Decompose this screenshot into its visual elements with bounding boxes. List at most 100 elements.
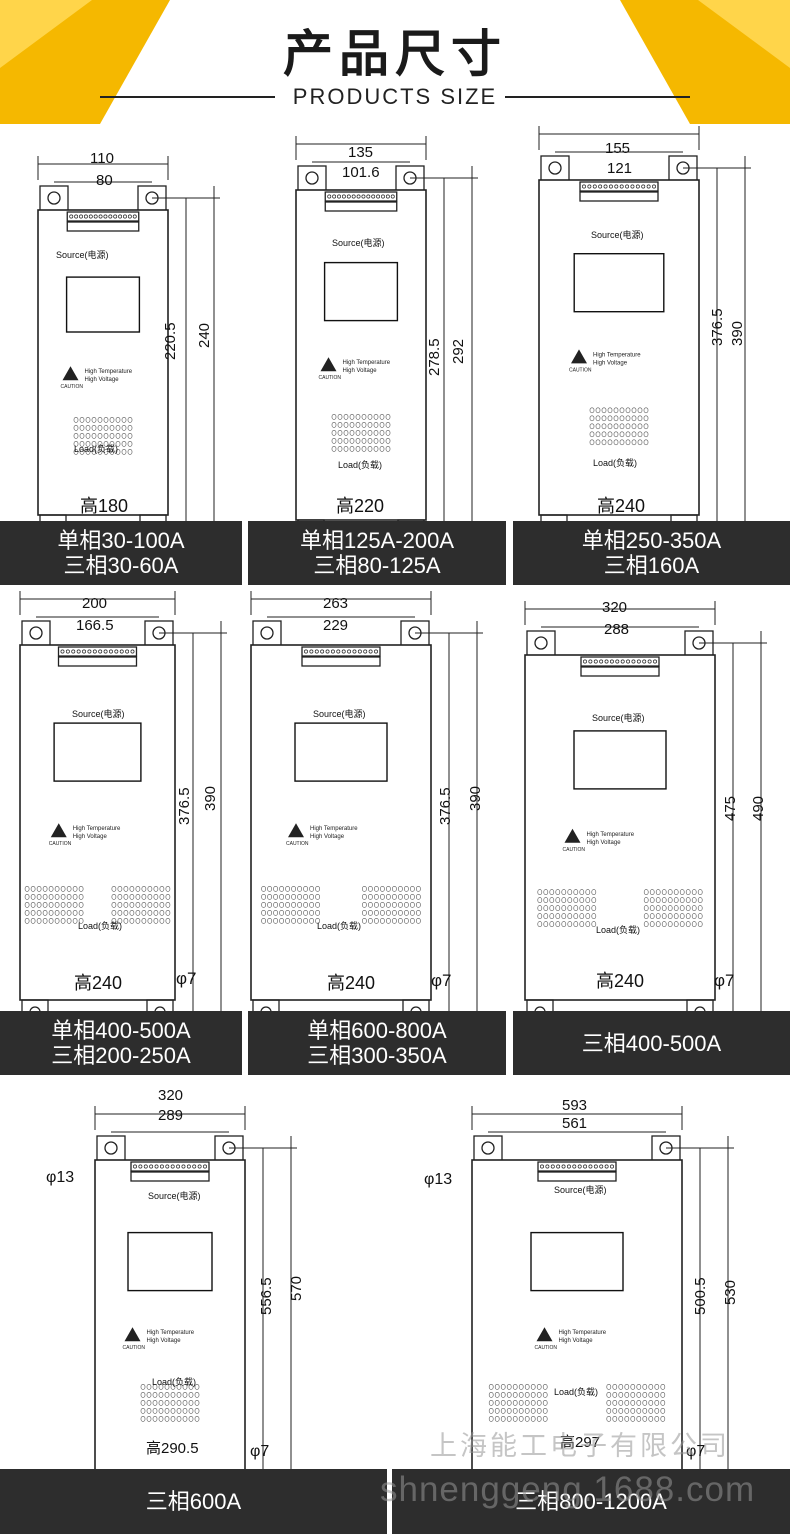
vent-slot xyxy=(368,902,373,908)
vent-slot xyxy=(349,438,355,444)
terminal-screw xyxy=(363,649,368,654)
vent-slot xyxy=(170,1408,176,1414)
vent-slot xyxy=(691,913,697,919)
vent-slot xyxy=(549,921,555,927)
vent-slot xyxy=(140,1400,146,1406)
vent-slot xyxy=(60,902,66,908)
vent-slot xyxy=(152,1400,158,1406)
vent-slot xyxy=(636,1400,642,1406)
mounting-tab-left xyxy=(96,1135,126,1163)
terminal-screw xyxy=(545,1164,550,1169)
vent-slot xyxy=(146,1400,152,1406)
vent-slot xyxy=(129,918,135,924)
vent-slot xyxy=(536,1384,542,1390)
vent-slot xyxy=(30,886,36,892)
vent-slot xyxy=(176,1408,182,1414)
vent-slot xyxy=(542,1392,548,1398)
terminal-screw xyxy=(314,649,319,654)
terminal-strip xyxy=(579,181,659,192)
mounting-tab-left xyxy=(21,620,51,648)
terminal-labels xyxy=(57,656,138,667)
terminal-screw xyxy=(159,1164,164,1169)
load-label: Load(负载) xyxy=(317,921,362,931)
vent-slot xyxy=(585,889,591,895)
vent-slot xyxy=(117,910,123,916)
vent-slot xyxy=(103,433,109,439)
terminal-screw xyxy=(132,214,137,219)
vent-slot xyxy=(685,889,691,895)
vent-slot xyxy=(685,921,691,927)
vent-slot xyxy=(589,407,595,414)
header-decoration xyxy=(0,0,790,124)
vent-slot xyxy=(97,433,103,439)
vent-slot xyxy=(355,438,361,444)
vent-slot xyxy=(159,910,165,916)
source-label: Source(电源) xyxy=(72,709,125,719)
vent-slot xyxy=(78,910,84,916)
vent-slot xyxy=(654,1416,660,1422)
terminal-screw xyxy=(346,194,351,199)
vent-slot xyxy=(630,1400,636,1406)
terminal-screw xyxy=(103,649,108,654)
vent-slot xyxy=(48,918,54,924)
mounting-tab-right xyxy=(137,185,167,213)
vent-slot xyxy=(530,1400,536,1406)
vent-slot xyxy=(410,910,415,916)
vent-slot xyxy=(72,902,78,908)
terminal-screw xyxy=(619,184,624,189)
vent-slot xyxy=(673,889,679,895)
caution-text-1: High Temperature xyxy=(73,826,121,832)
vent-slot xyxy=(297,894,302,900)
vent-slot xyxy=(54,902,60,908)
vent-slot xyxy=(636,1384,642,1390)
vent-slot xyxy=(170,1392,176,1398)
terminal-screw xyxy=(341,194,346,199)
vent-slot xyxy=(607,415,613,422)
vent-slot xyxy=(398,902,403,908)
vent-slot xyxy=(591,897,597,903)
vent-slot xyxy=(542,1416,548,1422)
vent-slot xyxy=(579,921,585,927)
mounting-hole-left xyxy=(29,626,43,640)
vent-slot xyxy=(612,1416,618,1422)
vent-slot xyxy=(170,1384,176,1390)
terminal-screw xyxy=(138,1164,143,1169)
vent-slot xyxy=(595,415,601,422)
terminal-screw xyxy=(118,214,123,219)
vent-slot xyxy=(109,433,115,439)
vent-slot xyxy=(648,1416,654,1422)
depth-note: 高220 xyxy=(336,496,385,516)
enclosure-body xyxy=(538,179,700,516)
terminal-strip xyxy=(301,646,381,657)
vent-slot xyxy=(60,886,66,892)
vent-slot xyxy=(152,1392,158,1398)
vent-slot xyxy=(543,905,549,911)
width-dimension: 320 xyxy=(158,1087,184,1104)
vent-slot xyxy=(654,1392,660,1398)
terminal-screw xyxy=(186,1164,191,1169)
terminal-screw xyxy=(577,1164,582,1169)
terminal-labels xyxy=(579,191,659,202)
vent-slot xyxy=(279,886,284,892)
vent-slot xyxy=(158,1416,164,1422)
vent-slot xyxy=(625,439,631,446)
vent-slot xyxy=(337,422,343,428)
vent-slot xyxy=(630,1408,636,1414)
vent-slot xyxy=(159,886,165,892)
vent-slot xyxy=(619,423,625,430)
vent-slot xyxy=(331,430,337,436)
terminal-strip xyxy=(57,646,138,657)
vent-slot xyxy=(79,417,85,423)
vent-slot xyxy=(97,425,103,431)
vent-slot xyxy=(337,438,343,444)
vent-slot xyxy=(607,439,613,446)
vent-slot xyxy=(591,921,597,927)
vent-slot xyxy=(549,905,555,911)
vent-slot xyxy=(109,449,115,455)
height-dimension: 530 xyxy=(722,1279,739,1305)
vent-slot xyxy=(273,894,278,900)
vent-slot xyxy=(537,921,543,927)
